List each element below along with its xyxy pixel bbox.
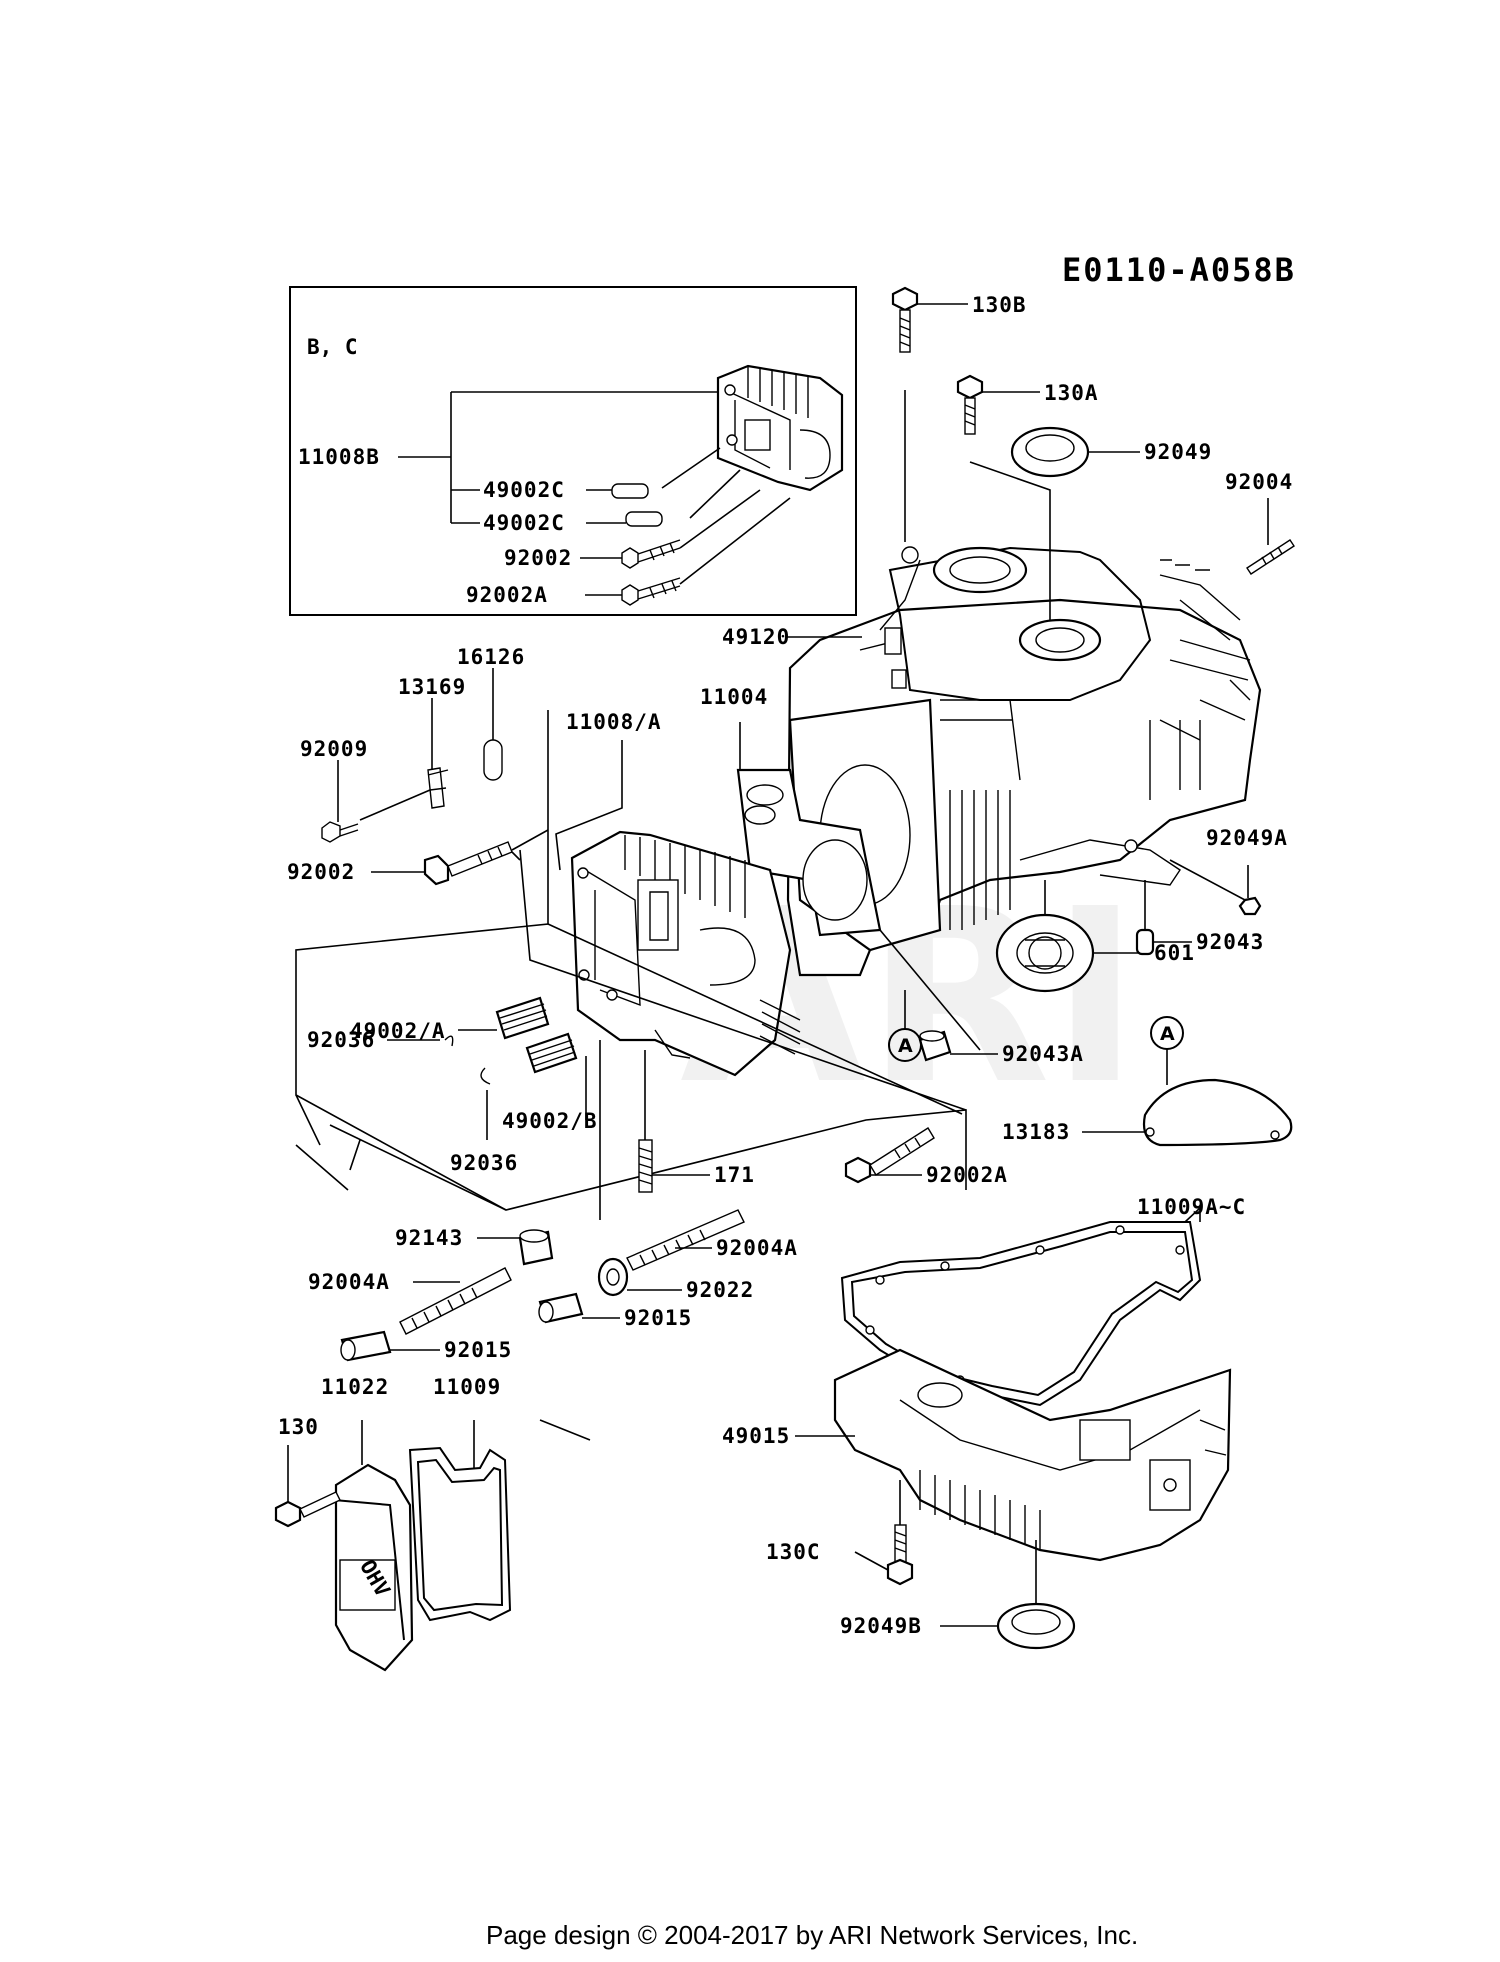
label-49002b: 49002/B [502,1109,598,1133]
pin-92036-1 [444,1035,454,1047]
label-16126: 16126 [457,645,525,669]
bolt-92002a [844,1127,935,1184]
label-92043a: 92043A [1002,1042,1084,1066]
stud-92004 [1246,539,1295,575]
label-49120: 49120 [722,625,790,649]
label-13183: 13183 [1002,1120,1070,1144]
oil-pan-49015 [833,1348,1232,1562]
label-171: 171 [714,1163,755,1187]
washer-92022 [597,1257,629,1297]
label-92015-left: 92015 [444,1338,512,1362]
diagram-code: E0110-A058B [1062,251,1296,289]
bolt-130b [891,286,919,353]
label-92022: 92022 [686,1278,754,1302]
label-13169: 13169 [398,675,466,699]
plate-16126 [483,739,503,781]
label-11008b: 11008B [298,445,380,469]
label-92036-2: 92036 [450,1151,518,1175]
svg-text:A: A [898,1035,913,1057]
footer-copyright: Page design © 2004-2017 by ARI Network S… [486,1920,1138,1950]
label-11022: 11022 [321,1375,389,1399]
label-49002c-1: 49002C [483,478,565,502]
label-92004a-left: 92004A [308,1270,390,1294]
sleeve-92143 [518,1229,554,1266]
label-92015-right: 92015 [624,1306,692,1330]
sleeve-92015-left [340,1330,392,1362]
pin-92036-2 [480,1067,491,1085]
label-92002: 92002 [287,860,355,884]
label-92036-1: 92036 [307,1028,375,1052]
bolt-92002-box [621,539,681,569]
label-49002a: 49002/A [350,1019,446,1043]
label-130: 130 [278,1415,319,1439]
gasket-11009 [408,1446,512,1622]
group-box-frame [289,286,857,616]
stud-171 [638,1139,653,1193]
callout-a-right: A [1150,1016,1184,1050]
bolt-92002a-box [621,577,681,606]
bolt-130 [274,1491,341,1528]
oil-seal-92049b [996,1602,1076,1650]
label-601: 601 [1154,941,1195,965]
gasket-13183 [1142,1078,1293,1147]
cylinder-head-11008a-drawing [570,830,801,1077]
bolt-130c [886,1524,914,1586]
label-130a: 130A [1044,381,1099,405]
label-11008a: 11008/A [566,710,662,734]
cylinder-head-11008b-drawing [716,364,844,492]
label-11004: 11004 [700,685,768,709]
label-92002a-box: 92002A [466,583,548,607]
label-92002a: 92002A [926,1163,1008,1187]
oil-seal-92049 [1010,426,1090,478]
group-box-label: B, C [307,335,358,359]
svg-text:A: A [1160,1023,1175,1045]
label-92009: 92009 [300,737,368,761]
label-49015: 49015 [722,1424,790,1448]
sleeve-92015-right [538,1292,584,1324]
label-92049: 92049 [1144,440,1212,464]
bearing-601 [995,913,1095,993]
valve-guide-49002b [525,1032,578,1074]
valve-guide-49002c-2 [625,511,663,527]
label-130c: 130C [766,1540,821,1564]
bolt-92002 [423,841,513,886]
nut-92049a [1238,896,1262,916]
label-92002-box: 92002 [504,546,572,570]
valve-guide-49002c-1 [611,483,649,499]
label-11009a-c: 11009A~C [1137,1195,1246,1219]
head-gasket-11004 [736,768,882,937]
dowel-92043 [1135,928,1155,956]
label-92004: 92004 [1225,470,1293,494]
stud-92004a-right [626,1209,745,1271]
label-92043: 92043 [1196,930,1264,954]
label-92049b: 92049B [840,1614,922,1638]
valve-guide-49002a [495,996,550,1040]
label-49002c-2: 49002C [483,511,565,535]
bolt-92009 [321,821,359,843]
bolt-130a [956,374,984,435]
label-92049a: 92049A [1206,826,1288,850]
stud-92004a-left [399,1267,512,1335]
label-130b: 130B [972,293,1027,317]
label-11009: 11009 [433,1375,501,1399]
label-92004a-right: 92004A [716,1236,798,1260]
label-92143: 92143 [395,1226,463,1250]
dowel-92043a [918,1030,952,1062]
group-box-bc: B, C [289,286,857,616]
clip-13169 [427,767,449,809]
rocker-cover-11022 [333,1463,414,1672]
